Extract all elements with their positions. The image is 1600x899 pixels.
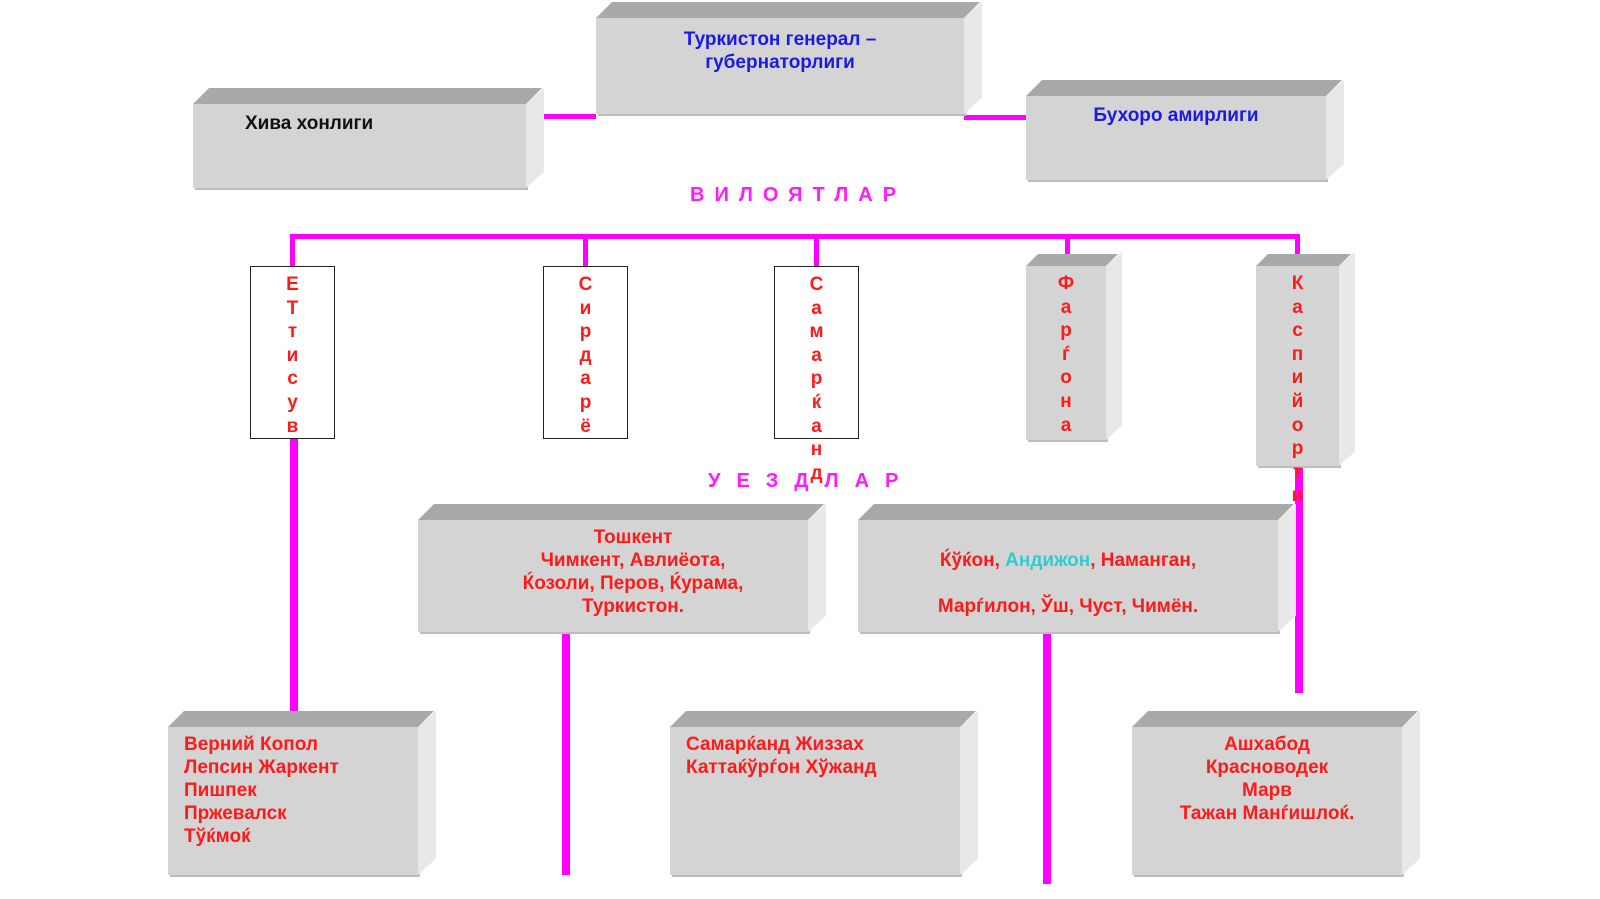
districts-label: УЕЗДЛАР bbox=[708, 470, 915, 492]
district-kokand: Ќўќон, bbox=[939, 550, 1006, 571]
region-letter: й bbox=[1291, 390, 1304, 412]
region-letter: р bbox=[579, 321, 592, 343]
drop-sirdaryo bbox=[583, 234, 588, 266]
region-letter: Ф bbox=[1057, 273, 1075, 294]
district-andijan-highlight: Андижон bbox=[1005, 550, 1091, 571]
region-letter: ѓ bbox=[1062, 343, 1070, 365]
region-letter: Т bbox=[286, 297, 299, 319]
region-letter: р bbox=[810, 368, 823, 390]
khiva-title: Хива хонлиги bbox=[245, 113, 374, 134]
region-letter: у bbox=[287, 391, 298, 413]
districts-yettisuv-text: Верний Копол Лепсин Жаркент Пишпек Пржев… bbox=[184, 734, 339, 847]
drop-fergana bbox=[1065, 234, 1070, 266]
region-letter: н bbox=[1060, 390, 1072, 412]
governorate-box: Туркистон генерал – губернаторлиги bbox=[596, 1, 982, 115]
connector-transcaspian-districts bbox=[1295, 460, 1303, 693]
region-letter: С bbox=[578, 274, 593, 295]
region-letter: о bbox=[1060, 367, 1072, 389]
region-letter: ё bbox=[580, 415, 591, 437]
connector-khiva bbox=[526, 114, 596, 119]
khiva-box: Хива хонлиги bbox=[193, 87, 544, 188]
connector-bukhara bbox=[964, 115, 1034, 120]
region-letter: т bbox=[1292, 461, 1303, 483]
region-letter: р bbox=[579, 391, 592, 413]
drop-yettisuv bbox=[290, 234, 295, 266]
region-letter: К bbox=[1291, 273, 1304, 294]
region-letter: и bbox=[286, 344, 299, 366]
drop-transcaspian bbox=[1295, 234, 1300, 266]
districts-sirdaryo-box: Тошкент Чимкент, Авлиёота, Ќозоли, Перов… bbox=[418, 503, 826, 632]
districts-samarkand-text: Самарќанд Жиззах Каттаќўрѓон Хўжанд bbox=[686, 734, 877, 778]
region-letter: а bbox=[580, 368, 591, 390]
connector-yettisuv-districts bbox=[290, 438, 298, 716]
bukhara-box: Бухоро амирлиги bbox=[1026, 79, 1344, 180]
region-letter: п bbox=[1291, 343, 1304, 365]
region-letter: Е bbox=[286, 274, 299, 295]
region-letter: ќ bbox=[811, 391, 822, 413]
drop-samarkand bbox=[814, 234, 819, 266]
regions-label: ВИЛОЯТЛАР bbox=[690, 184, 907, 206]
region-letter: р bbox=[1291, 438, 1304, 460]
connector-samarkand-districts bbox=[562, 632, 570, 875]
region-letter: и bbox=[579, 297, 592, 319]
districts-sirdaryo-text: Тошкент Чимкент, Авлиёота, Ќозоли, Перов… bbox=[522, 527, 744, 617]
region-letter: а bbox=[1060, 414, 1072, 436]
region-letter: с bbox=[287, 368, 298, 390]
region-letter: а bbox=[1060, 296, 1072, 318]
districts-fergana-text: Ќўќон, Андижон, Наманган, Марѓилон, Ўш, … bbox=[858, 526, 1278, 618]
districts-samarkand-box: Самарќанд Жиззах Каттаќўрѓон Хўжанд bbox=[670, 710, 978, 875]
region-letter: д bbox=[579, 344, 592, 366]
connector-fergana-districts bbox=[1043, 632, 1051, 884]
region-letter: в bbox=[286, 415, 299, 437]
region-letter: а bbox=[811, 344, 822, 366]
governorate-title: Туркистон генерал – губернаторлиги bbox=[683, 29, 877, 73]
districts-fergana-box: Ќўќон, Андижон, Наманган, Марѓилон, Ўш, … bbox=[858, 503, 1296, 632]
region-letter: а bbox=[811, 415, 822, 437]
region-letter: т bbox=[287, 321, 298, 343]
districts-transcaspian-text: Ашхабод Красноводек Марв Тажан Манѓишлоќ… bbox=[1179, 734, 1355, 824]
district-margilan-line: Марѓилон, Ўш, Чуст, Чимён. bbox=[937, 596, 1199, 617]
region-letter: о bbox=[1291, 414, 1304, 436]
region-letter: С bbox=[809, 274, 824, 295]
region-letter: а bbox=[1292, 296, 1303, 318]
region-letter: и bbox=[1291, 367, 1304, 389]
region-letter: а bbox=[811, 297, 822, 319]
region-letter: и bbox=[1291, 485, 1304, 507]
district-namangan: , Наманган, bbox=[1090, 550, 1197, 571]
region-letter: с bbox=[1292, 320, 1303, 342]
region-letter: н bbox=[810, 439, 823, 461]
bukhara-title: Бухоро амирлиги bbox=[1093, 105, 1259, 126]
districts-yettisuv-box: Верний Копол Лепсин Жаркент Пишпек Пржев… bbox=[168, 710, 436, 875]
districts-transcaspian-box: Ашхабод Красноводек Марв Тажан Манѓишлоќ… bbox=[1132, 710, 1420, 875]
region-letter: р bbox=[1060, 320, 1072, 342]
regions-bus-line bbox=[290, 234, 1300, 239]
region-letter: м bbox=[809, 321, 824, 343]
region-letter: д bbox=[810, 462, 823, 484]
